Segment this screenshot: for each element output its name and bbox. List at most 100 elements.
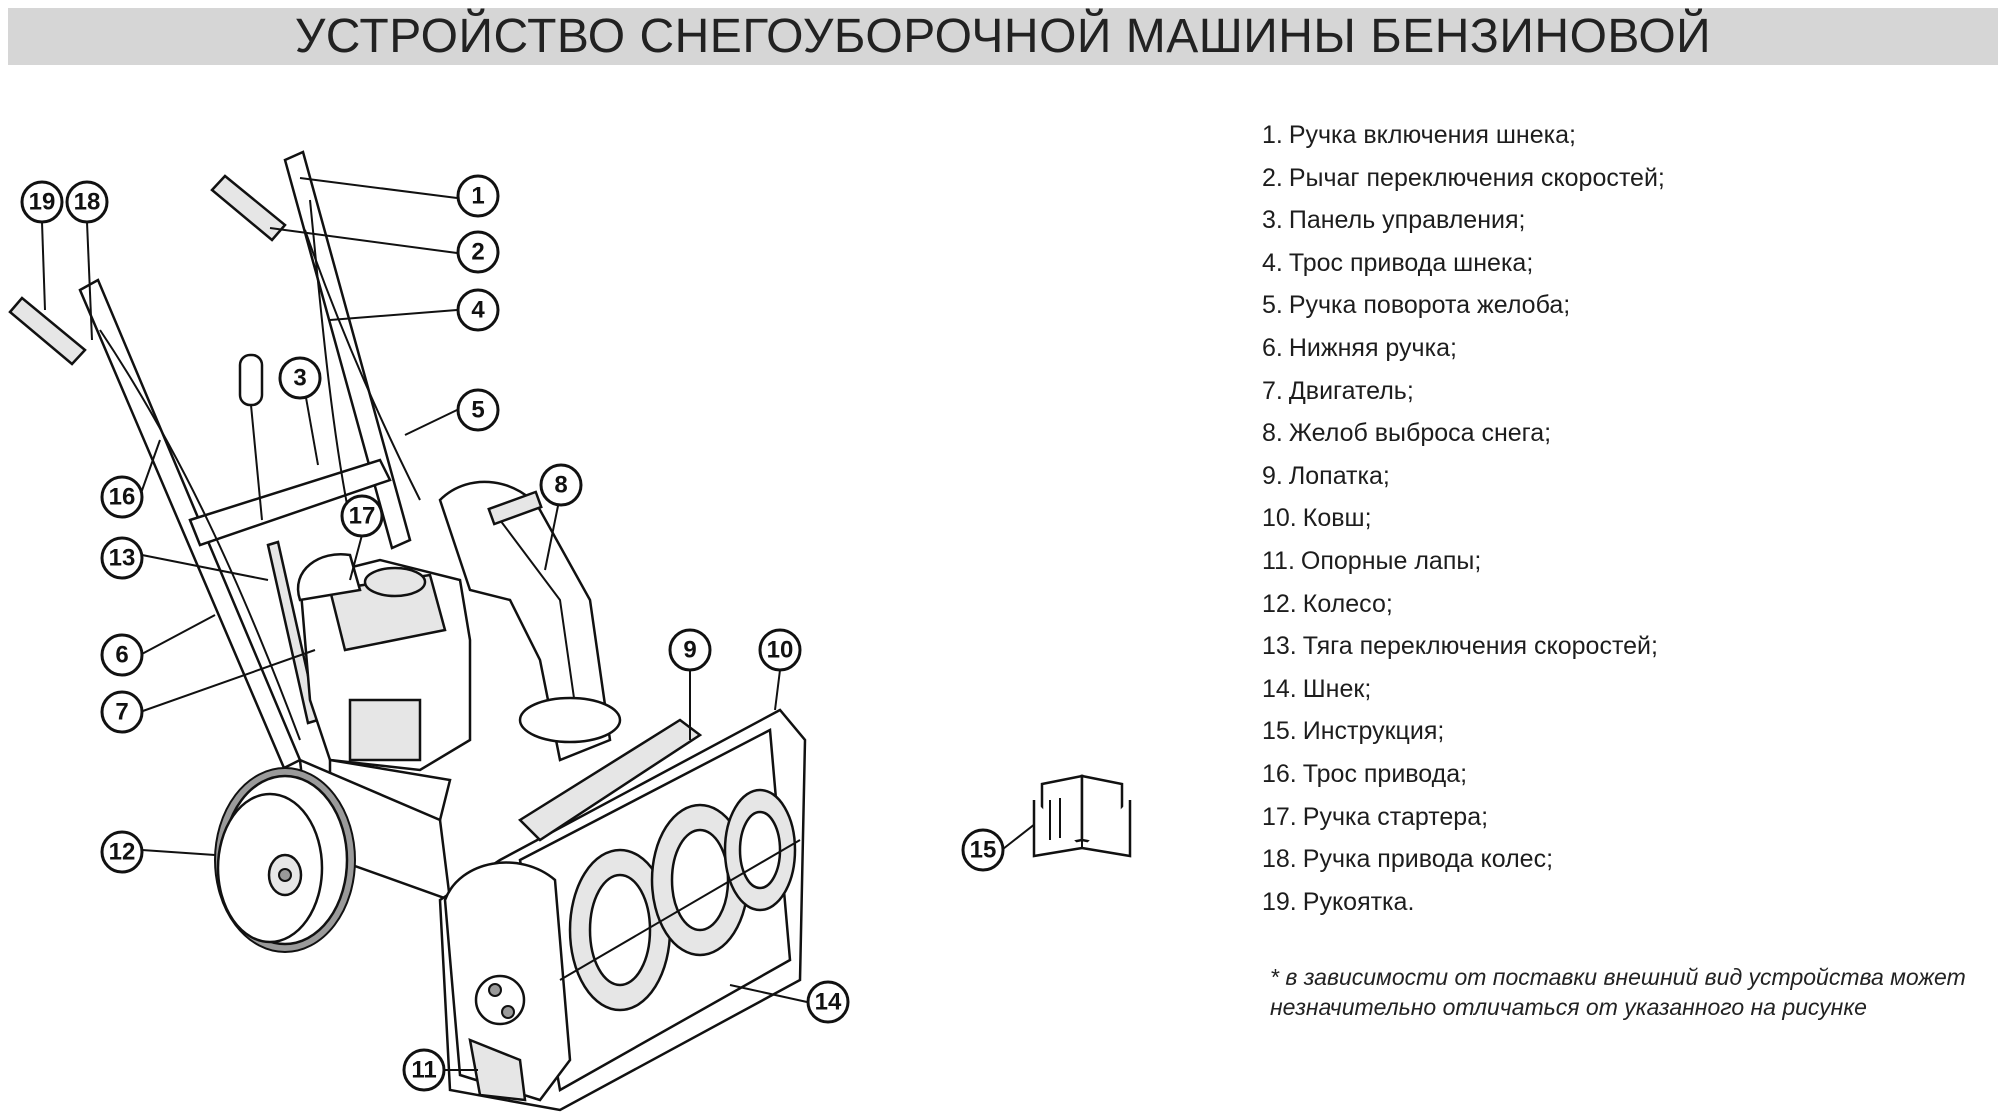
legend-text: Ручка включения шнека; [1288, 121, 1576, 149]
legend-item: 17.Ручка стартера; [1262, 796, 1962, 839]
svg-text:13: 13 [109, 545, 136, 572]
leader-lines [41, 177, 1041, 1071]
legend-item: 19.Рукоятка. [1262, 881, 1962, 924]
legend-text: Рычаг переключения скоростей; [1288, 163, 1665, 192]
svg-text:2: 2 [471, 239, 484, 266]
svg-text:16: 16 [109, 484, 136, 511]
footnote: * в зависимости от поставки внешний вид … [1270, 964, 1966, 1020]
title-bar: УСТРОЙСТВО СНЕГОУБОРОЧНОЙ МАШИНЫ БЕНЗИНО… [8, 8, 1998, 65]
legend-item: 11.Опорные лапы; [1262, 540, 1962, 583]
svg-text:12: 12 [109, 839, 136, 866]
legend-item: 1.Ручка включения шнека; [1262, 114, 1962, 157]
legend-number: 16. [1262, 759, 1297, 788]
parts-legend: 1.Ручка включения шнека;2.Рычаг переключ… [1262, 114, 1962, 923]
svg-text:14: 14 [815, 989, 842, 1016]
manual-book-icon [1032, 774, 1132, 858]
svg-text:18: 18 [74, 189, 101, 216]
svg-text:8: 8 [554, 472, 567, 499]
legend-item: 3.Панель управления; [1262, 199, 1962, 242]
snowblower-illustration [8, 150, 807, 1112]
legend-item: 13.Тяга переключения скоростей; [1262, 625, 1962, 668]
svg-text:3: 3 [293, 365, 306, 392]
legend-text: Колесо; [1302, 589, 1393, 618]
callout-7: 7 [100, 690, 144, 734]
legend-text: Лопатка; [1288, 461, 1390, 490]
legend-number: 12. [1262, 589, 1297, 618]
callout-12: 12 [100, 830, 144, 874]
legend-number: 15. [1262, 717, 1297, 746]
svg-text:19: 19 [29, 189, 56, 216]
callout-17: 17 [340, 494, 384, 538]
wheel [214, 767, 356, 953]
legend-item: 14.Шнек; [1262, 668, 1962, 711]
callout-3: 3 [278, 356, 322, 400]
callout-4: 4 [456, 288, 500, 332]
legend-item: 4.Трос привода шнека; [1262, 242, 1962, 285]
legend-number: 6. [1262, 333, 1283, 362]
svg-text:5: 5 [471, 397, 484, 424]
callout-19: 19 [20, 180, 64, 224]
legend-text: Рукоятка. [1302, 887, 1415, 916]
legend-number: 4. [1262, 248, 1283, 277]
svg-text:9: 9 [683, 637, 696, 664]
legend-text: Трос привода шнека; [1288, 248, 1534, 277]
legend-text: Ручка стартера; [1302, 802, 1489, 831]
legend-item: 6.Нижняя ручка; [1262, 327, 1962, 370]
legend-number: 5. [1262, 291, 1283, 320]
legend-number: 17. [1262, 802, 1297, 831]
legend-text: Ручка поворота желоба; [1288, 291, 1571, 320]
legend-text: Панель управления; [1288, 206, 1526, 235]
svg-text:1: 1 [471, 183, 484, 210]
legend-text: Желоб выброса снега; [1288, 419, 1552, 448]
legend-text: Ручка привода колес; [1302, 845, 1554, 874]
legend-item: 5.Ручка поворота желоба; [1262, 284, 1962, 327]
page-title: УСТРОЙСТВО СНЕГОУБОРОЧНОЙ МАШИНЫ БЕНЗИНО… [294, 10, 1712, 63]
legend-number: 14. [1262, 674, 1297, 703]
snowblower-diagram: 1 2 3 4 5 6 7 8 9 10 11 12 13 14 15 16 1… [8, 150, 1132, 1112]
svg-text:17: 17 [349, 503, 376, 530]
legend-item: 12.Колесо; [1262, 583, 1962, 626]
svg-text:10: 10 [767, 637, 794, 664]
callout-2: 2 [456, 230, 500, 274]
svg-text:11: 11 [411, 1057, 436, 1084]
callout-5: 5 [456, 388, 500, 432]
auger-spiral [559, 788, 801, 1012]
legend-text: Трос привода; [1302, 759, 1468, 788]
svg-text:15: 15 [970, 837, 997, 864]
callout-10: 10 [758, 628, 802, 672]
legend-number: 7. [1262, 376, 1283, 405]
legend-number: 11. [1262, 546, 1295, 575]
legend-number: 9. [1262, 461, 1283, 490]
callout-6: 6 [100, 633, 144, 677]
legend-number: 8. [1262, 419, 1283, 448]
legend-number: 2. [1262, 163, 1283, 192]
legend-number: 18. [1262, 845, 1297, 874]
legend-item: 2.Рычаг переключения скоростей; [1262, 157, 1962, 200]
legend-number: 10. [1262, 504, 1297, 533]
legend-number: 3. [1262, 206, 1283, 235]
callout-13: 13 [100, 536, 144, 580]
legend-text: Инструкция; [1302, 717, 1445, 746]
legend-item: 9.Лопатка; [1262, 455, 1962, 498]
legend-text: Шнек; [1302, 674, 1372, 703]
legend-text: Двигатель; [1288, 376, 1414, 405]
legend-text: Опорные лапы; [1300, 546, 1482, 575]
legend-text: Ковш; [1302, 504, 1372, 533]
legend-item: 7.Двигатель; [1262, 370, 1962, 413]
legend-item: 15.Инструкция; [1262, 710, 1962, 753]
callout-9: 9 [668, 628, 712, 672]
callout-18: 18 [65, 180, 109, 224]
legend-text: Тяга переключения скоростей; [1302, 632, 1658, 661]
svg-text:6: 6 [115, 642, 128, 669]
callout-16: 16 [100, 475, 144, 519]
callout-15: 15 [961, 828, 1005, 872]
legend-number: 1. [1262, 121, 1283, 149]
legend-text: Нижняя ручка; [1288, 333, 1457, 362]
callout-11: 11 [402, 1048, 446, 1092]
callout-1: 1 [456, 174, 500, 218]
legend-item: 18.Ручка привода колес; [1262, 838, 1962, 881]
legend-item: 10.Ковш; [1262, 497, 1962, 540]
callout-8: 8 [539, 463, 583, 507]
legend-item: 16.Трос привода; [1262, 753, 1962, 796]
svg-text:7: 7 [115, 699, 128, 726]
